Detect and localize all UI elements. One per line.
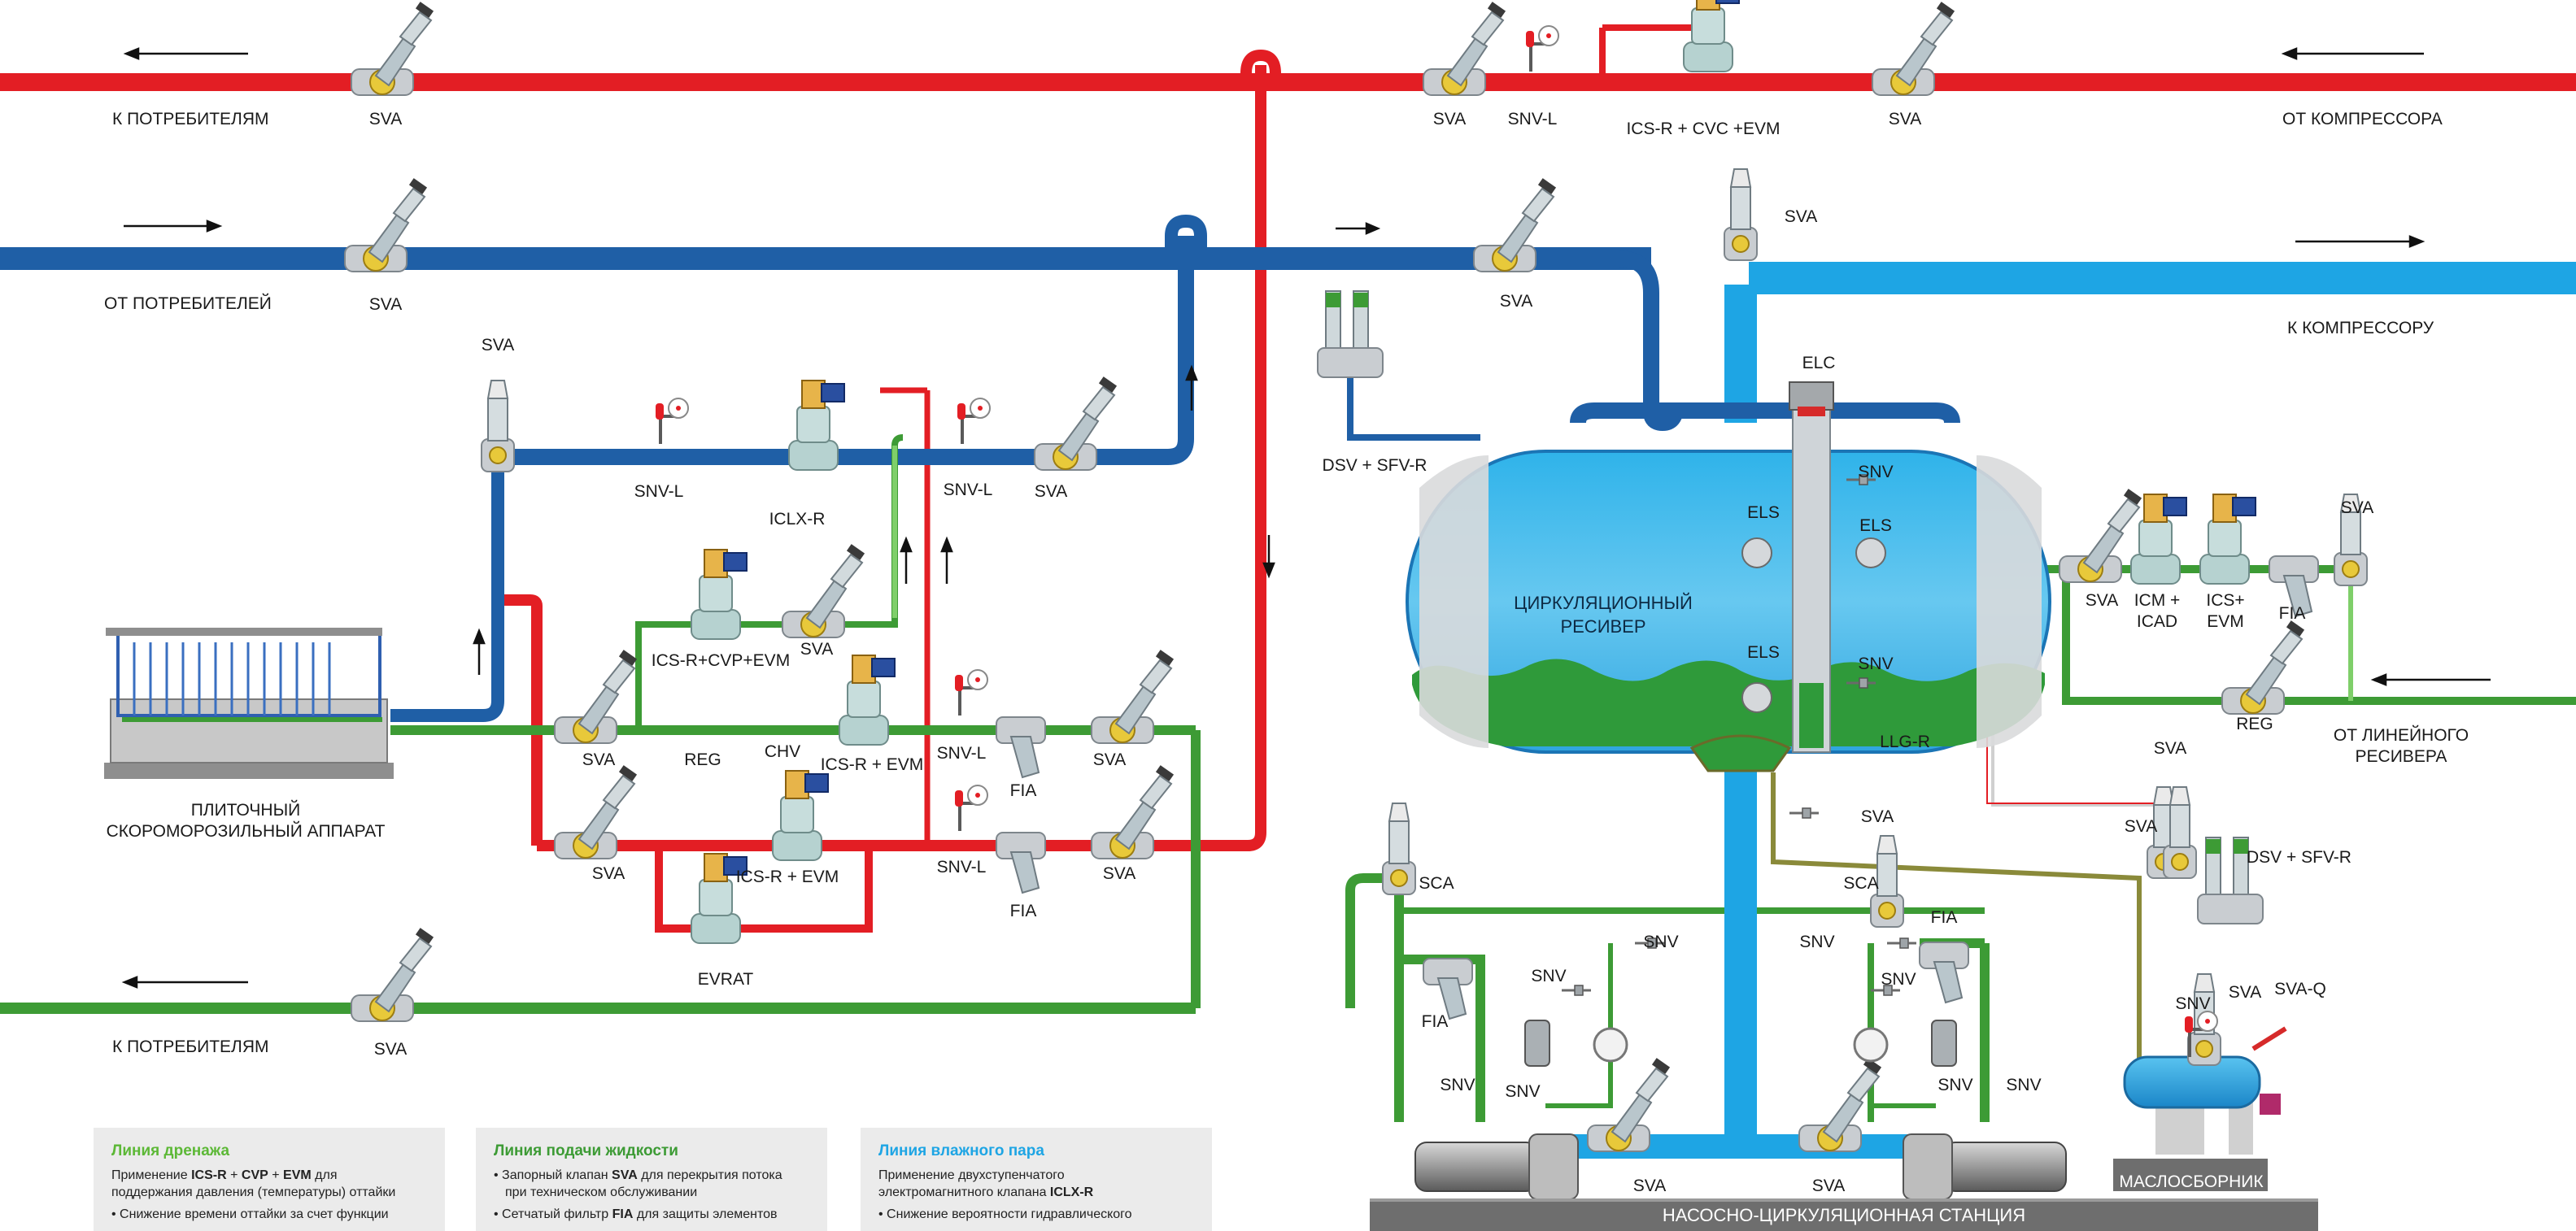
panel-text: Применение ICS-R + CVP + EVM для bbox=[111, 1168, 338, 1182]
circulation-receiver bbox=[1406, 450, 2051, 754]
label-snv-l: SNV-L bbox=[1507, 110, 1558, 128]
label-snv: SNV bbox=[1881, 970, 1916, 989]
label-to-consumers-top: К ПОТРЕБИТЕЛЯМ bbox=[112, 110, 269, 128]
label-to-compressor: К КОМПРЕССОРУ bbox=[2287, 319, 2434, 337]
label-snv: SNV bbox=[1937, 1076, 1973, 1094]
label-sva: SVA bbox=[2340, 498, 2374, 517]
label-chv: CHV bbox=[764, 742, 801, 761]
panel-wet-vapor-line: Линия влажного пара Применение двухступе… bbox=[861, 1128, 1212, 1231]
label-dsv-sfv-r: DSV + SFV-R bbox=[2247, 848, 2352, 867]
panel-text: электромагнитного клапана ICLX-R bbox=[878, 1185, 1094, 1200]
label-sva: SVA bbox=[800, 640, 834, 659]
label-from-compressor: ОТ КОМПРЕССОРА bbox=[2282, 110, 2443, 128]
label-circulation-receiver: ЦИРКУЛЯЦИОННЫЙ РЕСИВЕР bbox=[1514, 593, 1693, 637]
label-sva: SVA bbox=[582, 750, 616, 769]
label-from-linear-receiver: ОТ ЛИНЕЙНОГО РЕСИВЕРА bbox=[2333, 726, 2469, 767]
label-sva: SVA bbox=[1499, 292, 1533, 311]
label-oil-collector: МАСЛОСБОРНИК bbox=[2119, 1172, 2264, 1191]
label-snv: SNV bbox=[1643, 933, 1679, 951]
label-sva: SVA bbox=[1632, 1177, 1667, 1195]
label-snv-l: SNV-L bbox=[634, 482, 684, 501]
label-icm-icad: ICM + ICAD bbox=[2134, 591, 2181, 632]
label-sva: SVA bbox=[1034, 482, 1068, 501]
panel-text: поддержания давления (температуры) оттай… bbox=[111, 1185, 396, 1200]
label-snv: SNV bbox=[1799, 933, 1835, 951]
panel-bullet: • Сетчатый фильтр FIA для защиты элемент… bbox=[494, 1207, 778, 1222]
label-fia: FIA bbox=[2278, 604, 2306, 623]
label-els: ELS bbox=[1747, 503, 1780, 522]
label-sva: SVA bbox=[1092, 750, 1127, 769]
label-sva: SVA bbox=[1432, 110, 1467, 128]
label-snv: SNV bbox=[1858, 655, 1894, 673]
label-snv: SNV bbox=[1440, 1076, 1475, 1094]
label-els: ELS bbox=[1859, 516, 1892, 535]
label-llg-r: LLG-R bbox=[1880, 733, 1930, 751]
label-fia: FIA bbox=[1009, 902, 1037, 920]
hot-gas-drop-line bbox=[927, 65, 1266, 851]
label-sca: SCA bbox=[1843, 874, 1879, 893]
label-ics-r-evm: ICS-R + EVM bbox=[820, 755, 924, 774]
panel-drain-line: Линия дренажа Применение ICS-R + CVP + E… bbox=[94, 1128, 445, 1231]
label-snv-l: SNV-L bbox=[936, 858, 987, 876]
label-sva: SVA bbox=[368, 295, 403, 314]
plate-freezer bbox=[104, 628, 394, 779]
label-ics-evm: ICS+ EVM bbox=[2206, 591, 2245, 632]
label-sva: SVA bbox=[1888, 110, 1922, 128]
pump-left bbox=[1414, 1133, 1579, 1200]
label-sva: SVA bbox=[481, 336, 515, 355]
label-snv-l: SNV-L bbox=[943, 481, 993, 499]
panel-text: при техническом обслуживании bbox=[505, 1185, 698, 1200]
panel-title: Линия подачи жидкости bbox=[494, 1142, 678, 1159]
label-plate-freezer: ПЛИТОЧНЫЙ СКОРОМОРОЗИЛЬНЫЙ АППАРАТ bbox=[106, 801, 386, 842]
panel-text: Применение двухступенчатого bbox=[878, 1168, 1065, 1182]
label-pump-station: НАСОСНО-ЦИРКУЛЯЦИОННАЯ СТАНЦИЯ bbox=[1370, 1202, 2318, 1231]
label-sva: SVA bbox=[2153, 739, 2187, 758]
panel-liquid-line: Линия подачи жидкости • Запорный клапан … bbox=[476, 1128, 827, 1231]
dsv-sfv-right bbox=[2197, 837, 2264, 924]
panel-title: Линия дренажа bbox=[111, 1142, 230, 1159]
label-reg: REG bbox=[684, 750, 721, 769]
label-to-consumers-bottom: К ПОТРЕБИТЕЛЯМ bbox=[112, 1037, 269, 1056]
label-sca: SCA bbox=[1419, 874, 1454, 893]
panel-bullet: • Запорный клапан SVA для перекрытия пот… bbox=[494, 1168, 782, 1182]
label-fia: FIA bbox=[1009, 781, 1037, 800]
label-fia: FIA bbox=[1930, 908, 1958, 927]
label-evrat: EVRAT bbox=[697, 970, 754, 989]
label-sva: SVA bbox=[1784, 207, 1818, 226]
label-sva: SVA bbox=[2228, 983, 2262, 1002]
label-els: ELS bbox=[1747, 643, 1780, 662]
panel-title: Линия влажного пара bbox=[878, 1142, 1044, 1159]
label-ics-r-cvp-evm: ICS-R+CVP+EVM bbox=[651, 651, 791, 670]
label-snv: SNV bbox=[1858, 463, 1894, 481]
label-sva-q: SVA-Q bbox=[2274, 980, 2326, 998]
label-iclx-r: ICLX-R bbox=[769, 510, 826, 529]
label-snv-l: SNV-L bbox=[936, 744, 987, 763]
label-from-consumers: ОТ ПОТРЕБИТЕЛЕЙ bbox=[104, 294, 272, 313]
label-sva: SVA bbox=[591, 864, 625, 883]
label-reg: REG bbox=[2236, 715, 2273, 733]
label-sva: SVA bbox=[2085, 591, 2119, 610]
label-sva: SVA bbox=[1102, 864, 1136, 883]
label-sva: SVA bbox=[1811, 1177, 1846, 1195]
label-ics-r-evm: ICS-R + EVM bbox=[735, 868, 839, 886]
label-ics-r-cvc-evm: ICS-R + CVC +EVM bbox=[1626, 120, 1781, 138]
pump-right bbox=[1903, 1133, 2067, 1200]
label-snv: SNV bbox=[1531, 967, 1567, 985]
label-snv: SNV bbox=[2175, 994, 2211, 1013]
label-snv: SNV bbox=[1505, 1082, 1541, 1101]
label-sva: SVA bbox=[373, 1040, 408, 1059]
label-sva: SVA bbox=[1860, 807, 1894, 826]
dsv-sfv-left bbox=[1317, 290, 1384, 378]
label-fia: FIA bbox=[1421, 1012, 1449, 1031]
label-elc: ELC bbox=[1802, 354, 1836, 372]
label-sva: SVA bbox=[368, 110, 403, 128]
panel-bullet: • Снижение вероятности гидравлического bbox=[878, 1207, 1132, 1222]
label-sva: SVA bbox=[2124, 817, 2158, 836]
panel-bullet: • Снижение времени оттайки за счет функц… bbox=[111, 1207, 389, 1222]
label-snv: SNV bbox=[2006, 1076, 2042, 1094]
label-dsv-sfv-r: DSV + SFV-R bbox=[1322, 456, 1427, 475]
